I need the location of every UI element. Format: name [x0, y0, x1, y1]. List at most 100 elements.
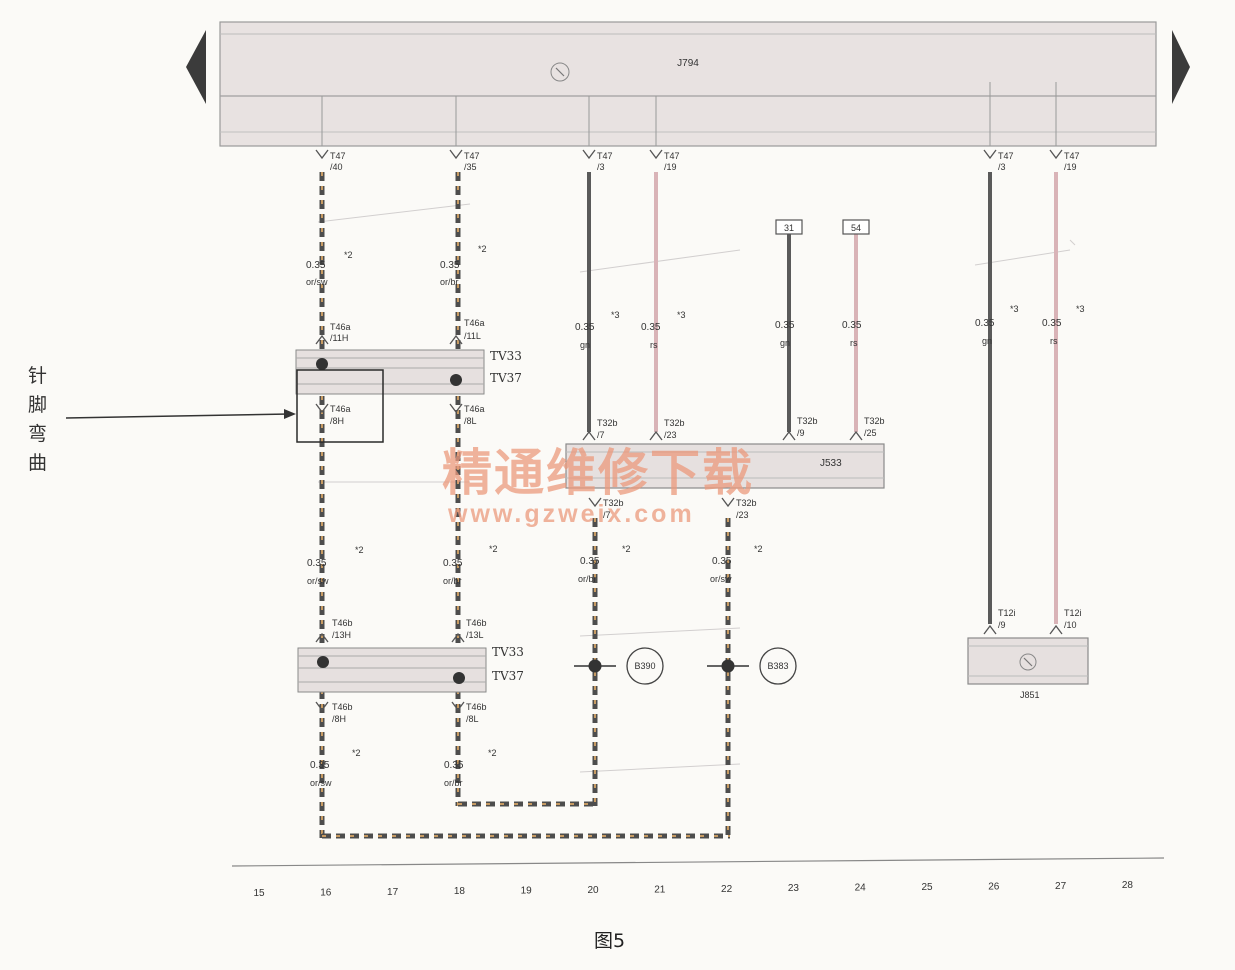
- svg-text:J533: J533: [820, 458, 842, 469]
- column-number: 19: [521, 886, 533, 897]
- j851-pin-2: T12i /10: [1049, 608, 1082, 635]
- column-number: 22: [721, 884, 733, 895]
- wire-label-mid-2: 0.35 *2 or/br: [443, 544, 498, 586]
- svg-text:T46a: T46a: [464, 318, 485, 328]
- svg-text:*2: *2: [488, 748, 497, 758]
- svg-text:/8L: /8L: [464, 416, 477, 426]
- svg-text:/19: /19: [664, 162, 677, 172]
- svg-text:B390: B390: [634, 661, 655, 671]
- svg-text:*2: *2: [355, 545, 364, 555]
- svg-text:T46b: T46b: [466, 618, 487, 628]
- splice-dot: [316, 358, 328, 370]
- svg-text:*3: *3: [611, 310, 620, 320]
- top-module-label: J794: [677, 58, 699, 69]
- svg-text:0.35: 0.35: [443, 558, 463, 569]
- svg-text:/3: /3: [998, 162, 1006, 172]
- svg-text:*2: *2: [344, 250, 353, 260]
- ground-symbol-icon: [550, 62, 570, 82]
- top-pin-5: T47 /3: [983, 149, 1014, 172]
- svg-text:gn: gn: [982, 336, 992, 346]
- svg-text:0.35: 0.35: [575, 322, 595, 333]
- svg-text:0.35: 0.35: [306, 260, 326, 271]
- splice-dot: [453, 672, 465, 684]
- svg-text:/25: /25: [864, 428, 877, 438]
- svg-text:/8H: /8H: [330, 416, 344, 426]
- ground-symbol-icon: [1019, 653, 1037, 671]
- wire-label-upper-2: 0.35 *2 or/br: [440, 244, 487, 287]
- tv-lower-pin-bottom-2: T46b /8L: [451, 701, 487, 724]
- svg-text:rs: rs: [650, 340, 658, 350]
- svg-text:T32b: T32b: [864, 416, 885, 426]
- svg-text:/19: /19: [1064, 162, 1077, 172]
- svg-text:or/br: or/br: [443, 576, 462, 586]
- svg-text:T12i: T12i: [1064, 608, 1082, 618]
- wire-label-mid-1: 0.35 *2 or/sw: [307, 545, 364, 586]
- column-number: 20: [587, 885, 599, 896]
- svg-text:T47: T47: [597, 151, 613, 161]
- top-pin-6: T47 /19: [1049, 149, 1080, 172]
- top-pin-4: T47 /19: [649, 149, 680, 172]
- svg-text:脚: 脚: [28, 394, 47, 416]
- source-box-31: 31: [775, 219, 803, 235]
- svg-text:T47: T47: [998, 151, 1014, 161]
- svg-text:/11L: /11L: [464, 331, 481, 341]
- svg-text:or/sw: or/sw: [306, 277, 328, 287]
- top-pin-1: T47 /40: [315, 149, 346, 172]
- svg-text:*2: *2: [754, 544, 763, 554]
- column-number: 25: [921, 882, 933, 893]
- j851-pin-1: T12i /9: [983, 608, 1016, 635]
- svg-text:TV37: TV37: [490, 371, 522, 385]
- wire-label-mid-3: 0.35 *2 or/br: [578, 544, 631, 584]
- splice-dot: [317, 656, 329, 668]
- column-number: 28: [1122, 880, 1134, 891]
- wire-label-upper-4: 0.35 *3 rs: [641, 310, 686, 350]
- column-number: 21: [654, 884, 666, 895]
- scroll-left-arrow-icon: [186, 30, 206, 104]
- svg-text:/40: /40: [330, 162, 343, 172]
- wire-label-upper-5: 0.35 gn: [775, 320, 795, 348]
- svg-text:/8H: /8H: [332, 714, 346, 724]
- svg-text:T32b: T32b: [797, 416, 818, 426]
- column-number: 17: [387, 887, 399, 898]
- svg-text:or/br: or/br: [440, 277, 459, 287]
- j533-pin-bottom-2: T32b /23: [721, 497, 757, 520]
- svg-text:0.35: 0.35: [842, 320, 862, 331]
- mid-module-j533: J533: [565, 443, 885, 489]
- svg-text:/3: /3: [597, 162, 605, 172]
- wire-label-upper-3: 0.35 *3 gn: [575, 310, 620, 350]
- svg-text:弯: 弯: [28, 423, 47, 445]
- svg-text:T47: T47: [330, 151, 346, 161]
- j533-pin-top-2: T32b /23: [649, 418, 685, 441]
- svg-text:/13L: /13L: [466, 630, 484, 640]
- scroll-right-arrow-icon: [1172, 30, 1190, 104]
- splice-b383: B383: [707, 647, 797, 685]
- svg-text:T46a: T46a: [330, 404, 351, 414]
- tv-connector-upper: TV33 TV37: [295, 349, 522, 395]
- column-number: 26: [988, 881, 1000, 892]
- svg-text:0.35: 0.35: [1042, 318, 1062, 329]
- column-number: 24: [855, 883, 867, 894]
- top-module-j794: J794: [219, 21, 1157, 147]
- tv-lower-pin-top-2: T46b /13L: [451, 618, 487, 643]
- svg-text:/8L: /8L: [466, 714, 479, 724]
- tv-upper-pin-bottom-1: T46a /8H: [315, 403, 351, 426]
- wire-label-upper-6: 0.35 rs: [842, 320, 862, 348]
- wire-label-upper-7: 0.35 *3 gn: [975, 304, 1019, 346]
- svg-text:针: 针: [28, 365, 47, 387]
- top-pin-3: T47 /3: [582, 149, 613, 172]
- svg-text:T32b: T32b: [603, 498, 624, 508]
- svg-text:rs: rs: [850, 338, 858, 348]
- svg-text:*2: *2: [352, 748, 361, 758]
- svg-text:*3: *3: [1076, 304, 1085, 314]
- svg-text:*2: *2: [622, 544, 631, 554]
- column-number: 18: [454, 886, 466, 897]
- svg-text:or/sw: or/sw: [310, 778, 332, 788]
- svg-text:0.35: 0.35: [580, 556, 600, 567]
- svg-text:TV33: TV33: [492, 645, 524, 659]
- svg-text:T46b: T46b: [332, 618, 353, 628]
- module-internal-lines: [321, 82, 1057, 146]
- svg-text:TV37: TV37: [492, 669, 524, 683]
- tv-lower-pin-bottom-1: T46b /8H: [315, 701, 353, 724]
